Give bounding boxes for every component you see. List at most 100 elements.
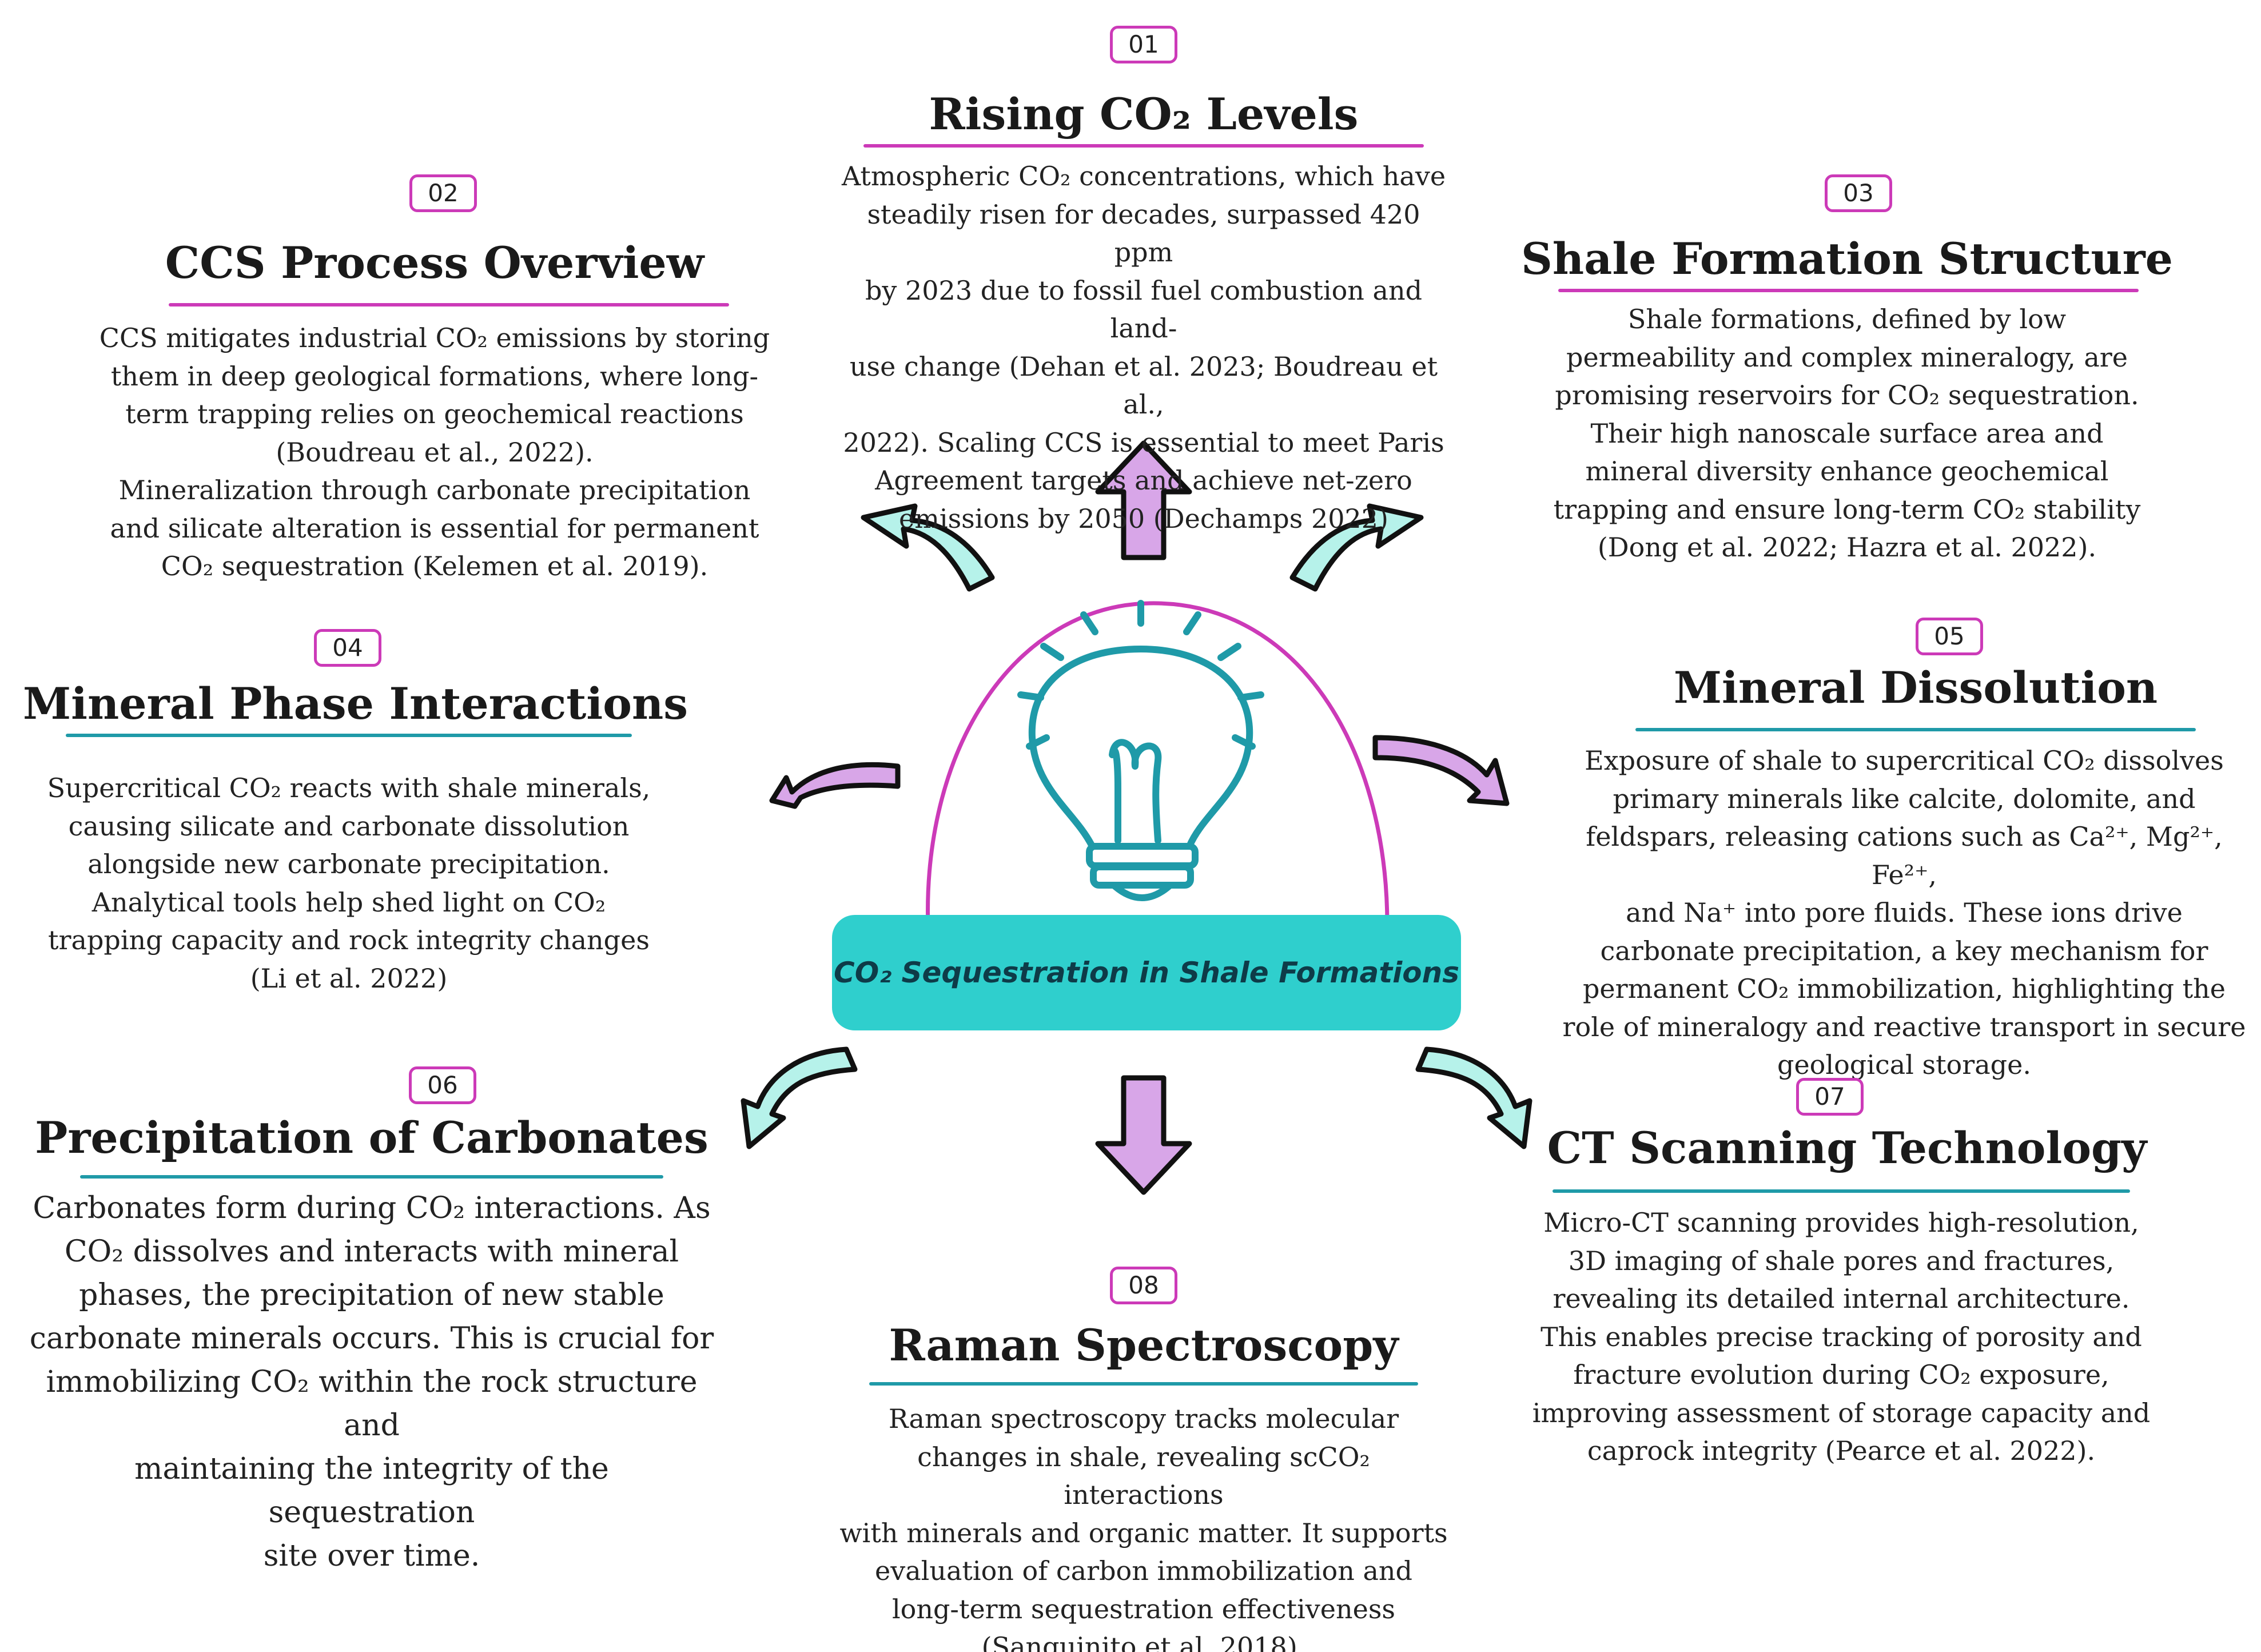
section-title: Mineral Phase Interactions [23,678,688,729]
section-title: CT Scanning Technology [1547,1122,2147,1173]
body-line: role of mineralogy and reactive transpor… [1562,1011,2246,1042]
arrow-up-icon [1095,440,1192,560]
title-underline [1553,1189,2130,1193]
body-line: Mineralization through carbonate precipi… [118,475,751,505]
body-line: Agreement targets and achieve net-zero [875,465,1412,496]
body-line: Exposure of shale to supercritical CO₂ d… [1585,745,2224,776]
title-underline [1635,728,2196,731]
body-line: Micro-CT scanning provides high-resoluti… [1543,1207,2139,1238]
body-line: carbonate minerals occurs. This is cruci… [29,1321,714,1356]
body-line: alongside new carbonate precipitation. [87,849,610,879]
section-06: 06 Precipitation of Carbonates Carbonate… [29,1064,715,1573]
section-01: 01 Rising CO₂ Levels Atmospheric CO₂ con… [835,23,1452,534]
section-body: Raman spectroscopy tracks molecular chan… [835,1400,1452,1652]
section-body: Exposure of shale to supercritical CO₂ d… [1555,742,2253,1084]
body-line: Atmospheric CO₂ concentrations, which ha… [841,161,1446,192]
section-body: Shale formations, defined by low permeab… [1510,300,2184,567]
curved-arrow-down-right-icon [1415,1046,1532,1149]
body-line: (Sanguinito et al. 2018). [981,1631,1306,1652]
section-body: CCS mitigates industrial CO₂ emissions b… [91,319,778,586]
section-body: Atmospheric CO₂ concentrations, which ha… [835,157,1452,538]
section-title: Mineral Dissolution [1673,662,2158,713]
body-line: Raman spectroscopy tracks molecular [888,1403,1399,1434]
body-line: steadily risen for decades, surpassed 42… [867,198,1420,268]
curved-arrow-up-right-icon [1289,503,1424,592]
title-underline [66,734,632,737]
body-line: revealing its detailed internal architec… [1553,1283,2130,1314]
body-line: CO₂ dissolves and interacts with mineral [64,1235,679,1269]
section-number-badge: 03 [1825,174,1892,212]
curved-arrow-down-left-icon [741,1046,858,1149]
body-line: Supercritical CO₂ reacts with shale mine… [47,773,651,803]
body-line: with minerals and organic matter. It sup… [839,1517,1448,1548]
body-line: by 2023 due to fossil fuel combustion an… [865,274,1423,344]
body-line: 3D imaging of shale pores and fractures, [1568,1245,2115,1276]
body-line: 2022). Scaling CCS is essential to meet … [843,427,1444,458]
section-number-badge: 08 [1110,1267,1177,1304]
section-number-badge: 04 [314,629,381,667]
body-line: permeability and complex mineralogy, are [1566,341,2128,373]
body-line: emissions by 2050 (Dechamps 2022) [899,503,1388,534]
curved-arrow-left-icon [769,762,901,809]
body-line: primary minerals like calcite, dolomite,… [1613,783,2196,814]
body-line: Their high nanoscale surface area and [1590,417,2104,449]
body-line: long-term sequestration effectiveness [891,1593,1396,1625]
section-05: 05 Mineral Dissolution Exposure of shale… [1555,615,2253,1080]
body-line: geological storage. [1777,1049,2031,1080]
body-line: fracture evolution during CO₂ exposure, [1573,1359,2109,1390]
body-line: maintaining the integrity of the sequest… [134,1452,609,1530]
section-title: Precipitation of Carbonates [35,1112,708,1163]
body-line: This enables precise tracking of porosit… [1540,1321,2142,1352]
body-line: Carbonates form during CO₂ interactions.… [33,1191,711,1225]
central-topic-label: CO₂ Sequestration in Shale Formations [832,915,1461,1030]
section-number-badge: 06 [409,1066,476,1104]
body-line: carbonate precipitation, a key mechanism… [1600,935,2208,966]
curved-arrow-right-icon [1372,735,1510,806]
title-underline [169,303,729,306]
section-title: Raman Spectroscopy [889,1320,1399,1371]
section-number-badge: 07 [1796,1078,1864,1116]
section-02: 02 CCS Process Overview CCS mitigates in… [91,172,778,606]
section-title: Shale Formation Structure [1521,233,2173,284]
section-04: 04 Mineral Phase Interactions Supercriti… [23,626,688,1015]
body-line: immobilizing CO₂ within the rock structu… [46,1365,698,1443]
body-line: improving assessment of storage capacity… [1532,1397,2151,1428]
section-number-badge: 05 [1916,618,1983,655]
title-underline [80,1175,663,1179]
section-08: 08 Raman Spectroscopy Raman spectroscopy… [835,1264,1452,1652]
body-line: Shale formations, defined by low [1627,304,2067,335]
title-underline [863,144,1424,148]
body-line: trapping and ensure long-term CO₂ stabil… [1553,493,2141,525]
central-circle [926,601,1390,950]
title-underline [869,1382,1418,1386]
section-number-badge: 02 [409,174,477,212]
section-title: Rising CO₂ Levels [929,89,1359,140]
section-number-badge: 01 [1110,26,1177,63]
body-line: use change (Dehan et al. 2023; Boudreau … [849,351,1438,420]
body-line: CCS mitigates industrial CO₂ emissions b… [99,323,770,353]
title-underline [1558,289,2139,292]
body-line: trapping capacity and rock integrity cha… [48,925,650,956]
body-line: CO₂ sequestration (Kelemen et al. 2019). [161,551,708,582]
body-line: them in deep geological formations, wher… [110,360,759,392]
body-line: caprock integrity (Pearce et al. 2022). [1587,1435,2096,1466]
body-line: causing silicate and carbonate dissoluti… [68,810,630,842]
body-line: site over time. [263,1539,480,1573]
lightbulb-icon [1017,600,1264,901]
body-line: evaluation of carbon immobilization and [875,1555,1412,1586]
body-line: and silicate alteration is essential for… [110,512,759,544]
body-line: permanent CO₂ immobilization, highlighti… [1582,973,2226,1004]
body-line: (Boudreau et al., 2022). [276,436,594,468]
body-line: (Li et al. 2022) [250,962,448,994]
body-line: (Dong et al. 2022; Hazra et al. 2022). [1597,532,2097,563]
curved-arrow-up-left-icon [861,503,995,592]
section-03: 03 Shale Formation Structure Shale forma… [1510,172,2184,583]
body-line: feldspars, releasing cations such as Ca²… [1586,821,2223,890]
body-line: changes in shale, revealing scCO₂ intera… [917,1441,1370,1511]
body-line: phases, the precipitation of new stable [79,1278,664,1312]
section-body: Micro-CT scanning provides high-resoluti… [1498,1204,2184,1470]
body-line: promising reservoirs for CO₂ sequestrati… [1555,380,2139,411]
section-07: 07 CT Scanning Technology Micro-CT scann… [1498,1075,2184,1504]
